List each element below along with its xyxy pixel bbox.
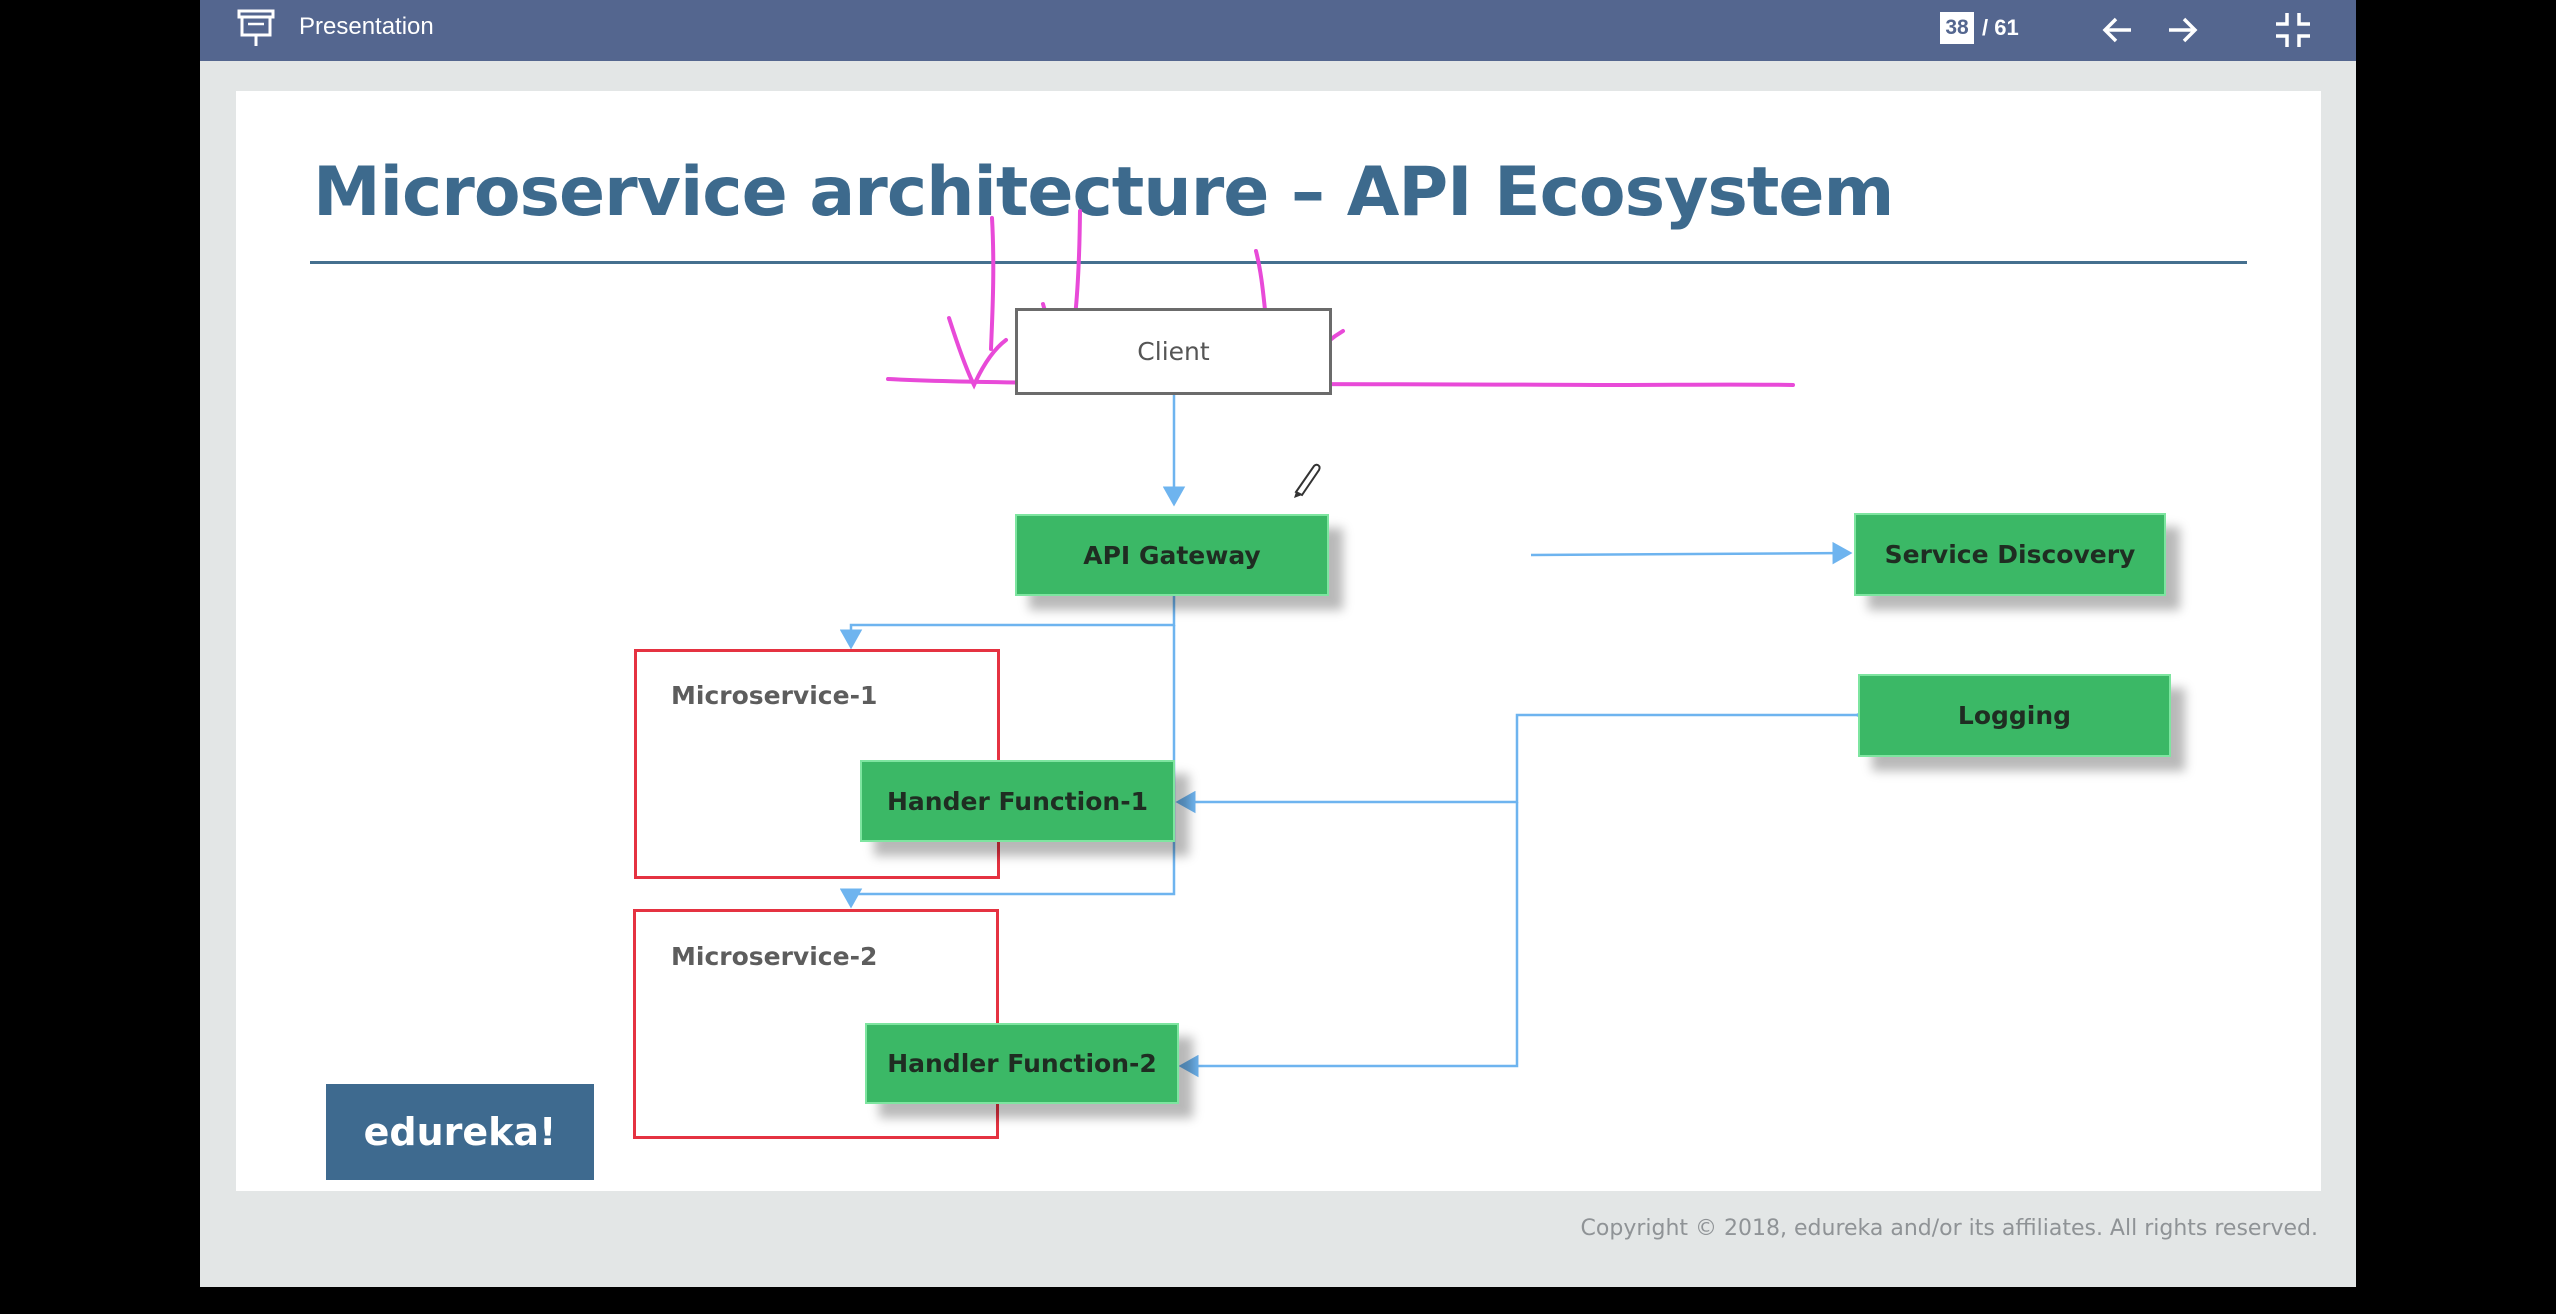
exit-fullscreen-icon	[2276, 13, 2310, 47]
previous-slide-button[interactable]	[2098, 10, 2138, 50]
next-slide-button[interactable]	[2162, 10, 2202, 50]
app-title: Presentation	[299, 13, 434, 40]
handler-function-2-label: Handler Function-2	[887, 1049, 1157, 1078]
logging-handler1-connector	[1175, 703, 1875, 814]
arrow-right-icon	[2169, 17, 2198, 43]
diagram-connectors	[839, 209, 1875, 1078]
ink-stroke-1	[989, 216, 996, 351]
presentation-viewer: Presentation 38 / 61 Microservice a	[200, 0, 2356, 1287]
slide-canvas: Microservice architecture – API Ecosyste…	[236, 91, 2321, 1191]
pen-cursor-icon	[1294, 463, 1321, 498]
page-total: / 61	[1982, 15, 2019, 40]
logging-node[interactable]: Logging	[1858, 674, 2171, 757]
gateway-ms1-connector	[839, 594, 1176, 650]
handler-function-2-node[interactable]: Handler Function-2	[865, 1023, 1179, 1104]
edureka-logo: edureka!	[326, 1084, 594, 1180]
microservice-1-label: Microservice-1	[671, 681, 878, 710]
exit-fullscreen-button[interactable]	[2273, 10, 2313, 50]
ink-check-1	[947, 316, 1008, 390]
api-gateway-node[interactable]: API Gateway	[1015, 514, 1329, 596]
handler-function-1-label: Hander Function-1	[887, 786, 1148, 816]
slide-title: Microservice architecture – API Ecosyste…	[313, 153, 1894, 232]
logging-handler2-connector	[1178, 802, 1519, 1078]
copyright-text: Copyright © 2018, edureka and/or its aff…	[1580, 1216, 2318, 1241]
gateway-discovery-connector	[1530, 541, 1853, 565]
viewer-toolbar: Presentation 38 / 61	[200, 0, 2356, 61]
current-page-input[interactable]: 38	[1940, 12, 1974, 44]
arrow-left-icon	[2102, 17, 2131, 43]
client-node[interactable]: Client	[1015, 308, 1332, 395]
service-discovery-node[interactable]: Service Discovery	[1854, 513, 2166, 596]
presentation-icon	[236, 6, 276, 50]
title-divider	[310, 261, 2247, 264]
microservice-2-label: Microservice-2	[671, 942, 878, 971]
handler-function-1-node[interactable]: Hander Function-1	[860, 760, 1175, 842]
